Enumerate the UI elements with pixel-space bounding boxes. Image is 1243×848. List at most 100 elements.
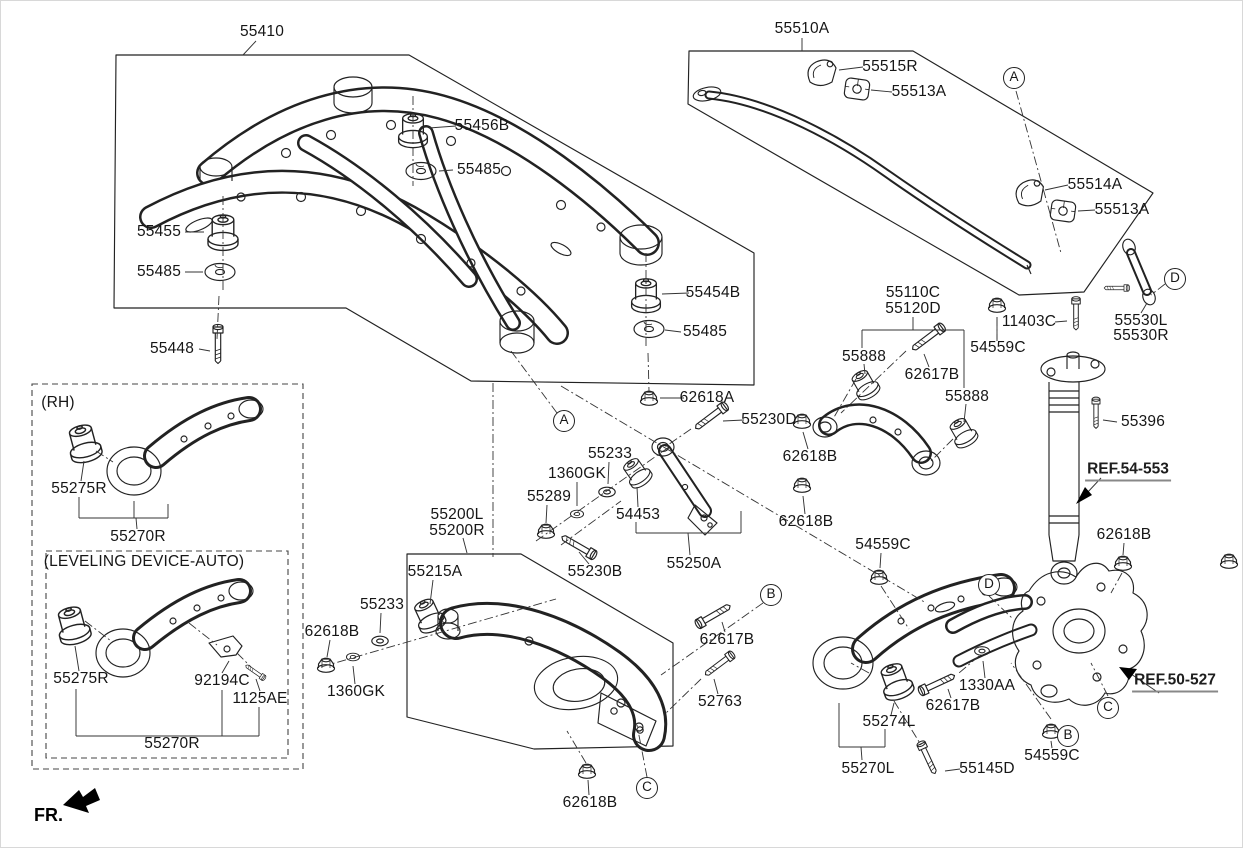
stabilizer-bracket-55515R xyxy=(807,59,837,87)
part-label-62617B-bottom: 62617B xyxy=(699,630,755,648)
nut-55289 xyxy=(536,523,556,539)
bolt-62617B-right xyxy=(916,670,958,698)
leveling-variant-box xyxy=(45,550,289,759)
fr-direction-arrow xyxy=(63,788,100,813)
subframe-drawing xyxy=(139,76,663,354)
part-label-55233-left: 55233 xyxy=(359,595,405,613)
rh-box-label: (RH) xyxy=(41,393,75,411)
part-label-62617B-upper: 62617B xyxy=(904,365,960,383)
part-label-55454B: 55454B xyxy=(685,283,741,301)
part-label-55396: 55396 xyxy=(1120,412,1166,430)
part-label-55513A-top: 55513A xyxy=(891,82,947,100)
part-label-55514A: 55514A xyxy=(1067,175,1123,193)
part-label-54559C-bottom: 54559C xyxy=(1024,746,1080,764)
upper-arm-drawing xyxy=(812,403,941,476)
bolt-62617B-upper xyxy=(909,321,948,354)
lower-arm-box xyxy=(406,553,674,750)
bolt-55145D xyxy=(915,739,940,776)
stabilizer-box xyxy=(687,50,1154,296)
nut-62618B-3 xyxy=(1113,555,1133,571)
bolt-11403C xyxy=(1071,296,1081,331)
callout-d-top: D xyxy=(1164,268,1186,290)
part-label-54559C-top: 54559C xyxy=(970,338,1026,356)
part-label-55515R: 55515R xyxy=(862,57,918,75)
part-label-55270R-leveling: 55270R xyxy=(144,734,200,752)
part-label-55888-right: 55888 xyxy=(944,387,990,405)
nut-62618B-2 xyxy=(792,477,812,493)
stabilizer-bar-drawing xyxy=(692,86,1032,275)
part-label-55120D: 55120D xyxy=(885,299,941,317)
part-label-55233-center: 55233 xyxy=(587,444,633,462)
bolt-62617B-bottom xyxy=(693,600,734,631)
washer-55233-left xyxy=(371,635,389,647)
part-label-55275R-rh: 55275R xyxy=(51,479,107,497)
part-label-55230D: 55230D xyxy=(741,410,797,428)
bushing-55274L xyxy=(875,659,917,705)
callout-a-top: A xyxy=(1003,67,1025,89)
trailing-arm-rh-drawing xyxy=(106,396,264,496)
callout-c-right: C xyxy=(1097,697,1119,719)
part-label-55513A-right: 55513A xyxy=(1094,200,1150,218)
part-label-1125AE: 1125AE xyxy=(232,689,288,707)
stabilizer-link-drawing xyxy=(1103,238,1156,306)
bushing-55888-right xyxy=(945,414,981,452)
part-label-55215A: 55215A xyxy=(407,562,463,580)
washer-55485-left xyxy=(204,262,236,282)
part-label-62618B-5: 62618B xyxy=(562,793,618,811)
assembly-axis-lines xyxy=(84,90,1166,778)
part-label-92194C: 92194C xyxy=(194,671,250,689)
part-label-1330AA: 1330AA xyxy=(958,676,1016,694)
part-label-55289: 55289 xyxy=(526,487,572,505)
lower-arm-drawing xyxy=(435,601,668,752)
bushing-55275R-rh xyxy=(63,421,105,467)
rh-variant-box xyxy=(31,383,304,770)
callout-d-center: D xyxy=(978,574,1000,596)
label-leader-lines xyxy=(74,38,1160,796)
part-label-62618B-3: 62618B xyxy=(1096,525,1152,543)
part-label-55530R: 55530R xyxy=(1113,326,1169,344)
bolt-55448 xyxy=(212,323,224,365)
part-label-1360GK-left: 1360GK xyxy=(326,682,386,700)
crossmember-box xyxy=(113,54,755,386)
part-label-55510A: 55510A xyxy=(774,19,830,37)
ref-link-54-553[interactable]: REF.54-553 xyxy=(1085,461,1171,482)
part-label-55485-right: 55485 xyxy=(682,322,728,340)
washer-55485-right xyxy=(633,319,665,339)
part-label-55275R-leveling: 55275R xyxy=(53,669,109,687)
stabilizer-bracket-55514A xyxy=(1014,178,1046,208)
part-label-55230B: 55230B xyxy=(567,562,623,580)
nut-62618B-5 xyxy=(577,763,597,779)
washer-1360GK-center xyxy=(569,509,585,519)
stabilizer-bushing-55513A-top xyxy=(843,76,871,102)
part-label-55145D: 55145D xyxy=(959,759,1015,777)
part-label-62618B-1: 62618B xyxy=(782,447,838,465)
part-label-55455: 55455 xyxy=(136,222,182,240)
nut-54559C-left xyxy=(869,569,889,585)
trailing-arm-leveling-drawing xyxy=(95,578,254,678)
part-label-55888-left: 55888 xyxy=(841,347,887,365)
nut-54559C-top xyxy=(987,297,1007,313)
ref-link-50-527[interactable]: REF.50-527 xyxy=(1132,672,1218,693)
part-label-55250A: 55250A xyxy=(666,554,722,572)
part-label-55530L: 55530L xyxy=(1114,311,1168,329)
shock-absorber-drawing xyxy=(1040,351,1106,585)
part-label-55200L: 55200L xyxy=(430,505,484,523)
part-label-62618B-2: 62618B xyxy=(778,512,834,530)
assist-arm-drawing xyxy=(651,437,718,536)
part-label-54453: 54453 xyxy=(615,505,661,523)
fr-label: FR. xyxy=(34,805,63,825)
part-label-55485-top: 55485 xyxy=(456,160,502,178)
part-label-55485-left: 55485 xyxy=(136,262,182,280)
part-label-55200R: 55200R xyxy=(429,521,485,539)
callout-b-center: B xyxy=(760,584,782,606)
part-label-55410: 55410 xyxy=(239,22,285,40)
part-label-11403C: 11403C xyxy=(1001,312,1057,330)
part-label-55270R-rh: 55270R xyxy=(110,527,166,545)
part-label-62618A: 62618A xyxy=(679,388,735,406)
knuckle-drawing xyxy=(945,562,1148,706)
part-label-62617B-right: 62617B xyxy=(925,696,981,714)
leveling-box-label: (LEVELING DEVICE-AUTO) xyxy=(43,552,245,570)
part-label-54559C-left: 54559C xyxy=(855,535,911,553)
